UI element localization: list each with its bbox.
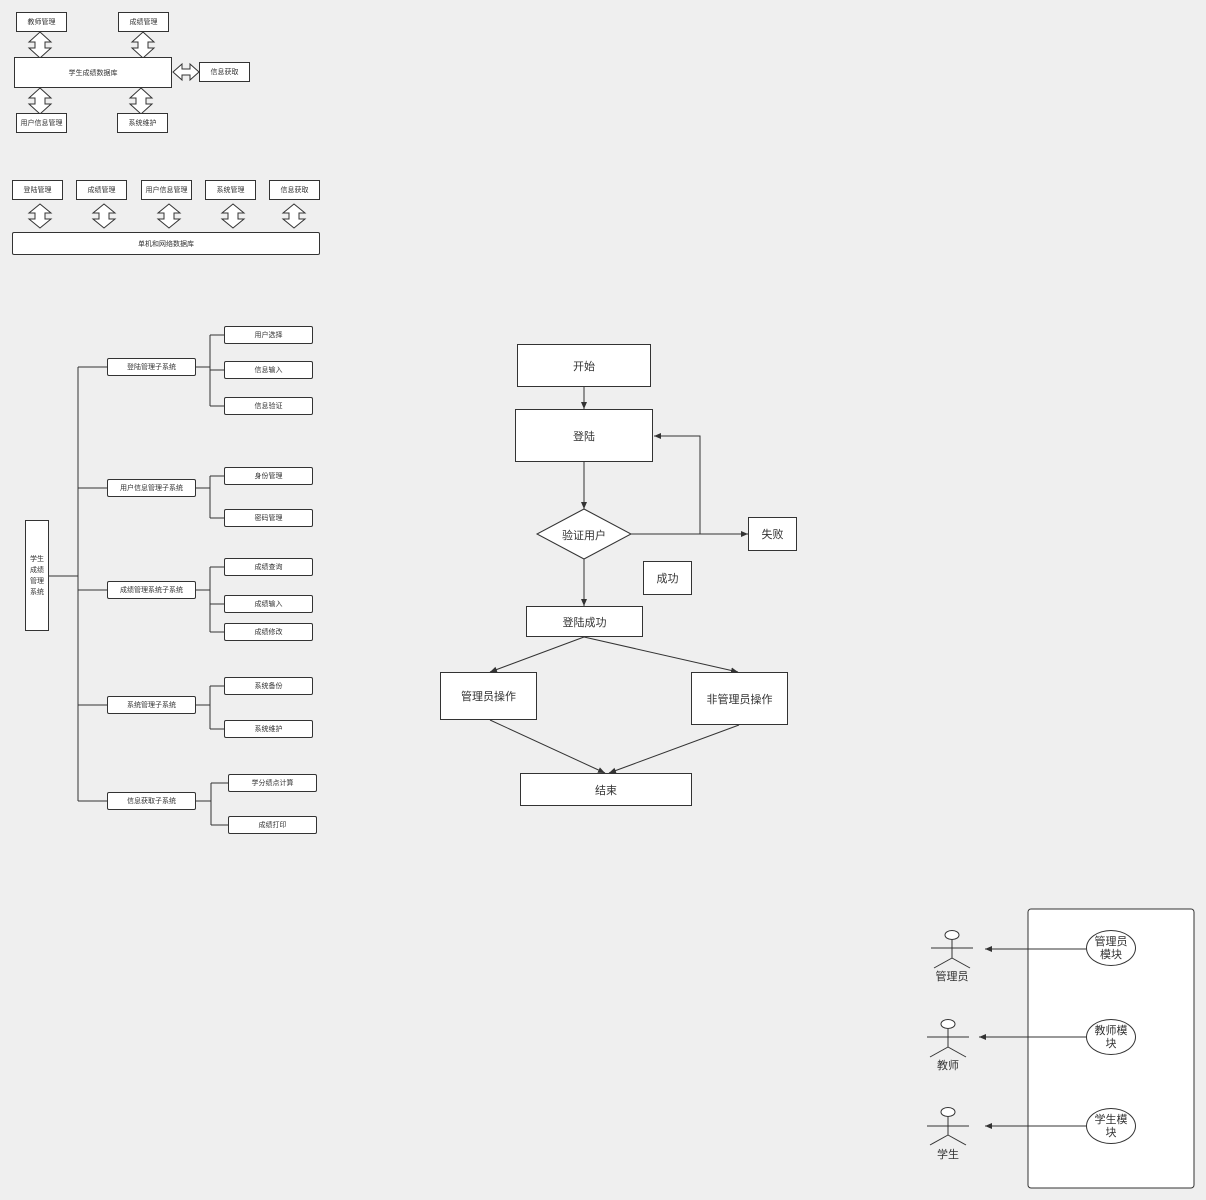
flow-admin-op[interactable]: 管理员操作 bbox=[440, 672, 537, 720]
tree-leaf[interactable]: 成绩打印 bbox=[228, 816, 317, 834]
double-arrow-icon bbox=[128, 87, 154, 115]
double-arrow-icon bbox=[156, 203, 182, 229]
double-arrows-d2 bbox=[27, 203, 307, 229]
tree-subsystem-1[interactable]: 登陆管理子系统 bbox=[107, 358, 196, 376]
tree-root[interactable]: 学生成绩管理系统 bbox=[25, 520, 49, 631]
flow-login-success[interactable]: 登陆成功 bbox=[526, 606, 643, 637]
tree-subsystem-5[interactable]: 信息获取子系统 bbox=[107, 792, 196, 810]
actor-teacher-label: 教师 bbox=[937, 1059, 959, 1072]
d2-module-1[interactable]: 登陆管理 bbox=[12, 180, 63, 200]
actor-figures bbox=[927, 930, 973, 1146]
d2-module-2[interactable]: 成绩管理 bbox=[76, 180, 127, 200]
actor-student-label: 学生 bbox=[937, 1148, 959, 1161]
tree-leaf[interactable]: 用户选择 bbox=[224, 326, 313, 344]
double-arrow-icon bbox=[130, 31, 156, 59]
tree-leaf[interactable]: 成绩查询 bbox=[224, 558, 313, 576]
tree-leaf[interactable]: 信息验证 bbox=[224, 397, 313, 415]
usecase-admin-module[interactable]: 管理员模块 bbox=[1086, 930, 1136, 966]
double-arrow-icon bbox=[27, 31, 53, 59]
tree-leaf[interactable]: 密码管理 bbox=[224, 509, 313, 527]
tree-root-label: 学生成绩管理系统 bbox=[30, 554, 44, 596]
actor-admin-label: 管理员 bbox=[935, 970, 969, 983]
d1-bottom-box-1[interactable]: 用户信息管理 bbox=[16, 113, 67, 133]
usecase-student-module[interactable]: 学生模块 bbox=[1086, 1108, 1136, 1144]
d2-module-3[interactable]: 用户信息管理 bbox=[141, 180, 192, 200]
flow-verify-label[interactable]: 验证用户 bbox=[562, 529, 606, 542]
d1-top-box-1[interactable]: 教师管理 bbox=[16, 12, 67, 32]
d1-center-box[interactable]: 学生成绩数据库 bbox=[14, 57, 172, 88]
flow-end[interactable]: 结束 bbox=[520, 773, 692, 806]
tree-subsystem-4[interactable]: 系统管理子系统 bbox=[107, 696, 196, 714]
flow-success[interactable]: 成功 bbox=[643, 561, 692, 595]
tree-leaf[interactable]: 学分绩点计算 bbox=[228, 774, 317, 792]
d2-module-5[interactable]: 信息获取 bbox=[269, 180, 320, 200]
double-arrow-icon bbox=[172, 62, 200, 82]
actor-admin-icon bbox=[931, 930, 973, 969]
usecase-arrows bbox=[979, 946, 1086, 1129]
d2-base-box[interactable]: 单机和网络数据库 bbox=[12, 232, 320, 255]
tree-subsystem-3[interactable]: 成绩管理系统子系统 bbox=[107, 581, 196, 599]
flow-start[interactable]: 开始 bbox=[517, 344, 651, 387]
tree-leaf[interactable]: 信息输入 bbox=[224, 361, 313, 379]
d1-bottom-box-2[interactable]: 系统维护 bbox=[117, 113, 168, 133]
tree-leaf[interactable]: 系统维护 bbox=[224, 720, 313, 738]
double-arrow-icon bbox=[91, 203, 117, 229]
flow-fail[interactable]: 失败 bbox=[748, 517, 797, 551]
tree-leaf[interactable]: 系统备份 bbox=[224, 677, 313, 695]
tree-leaf[interactable]: 身份管理 bbox=[224, 467, 313, 485]
actor-student-icon bbox=[927, 1107, 969, 1146]
tree-subsystem-2[interactable]: 用户信息管理子系统 bbox=[107, 479, 196, 497]
d1-right-box[interactable]: 信息获取 bbox=[199, 62, 250, 82]
usecase-teacher-module[interactable]: 教师模块 bbox=[1086, 1019, 1136, 1055]
double-arrow-icon bbox=[220, 203, 246, 229]
tree-leaf[interactable]: 成绩修改 bbox=[224, 623, 313, 641]
flow-non-admin-op[interactable]: 非管理员操作 bbox=[691, 672, 788, 725]
d2-module-4[interactable]: 系统管理 bbox=[205, 180, 256, 200]
actor-teacher-icon bbox=[927, 1019, 969, 1058]
d1-top-box-2[interactable]: 成绩管理 bbox=[118, 12, 169, 32]
tree-leaf[interactable]: 成绩输入 bbox=[224, 595, 313, 613]
tree-lines bbox=[49, 334, 228, 826]
flow-login[interactable]: 登陆 bbox=[515, 409, 653, 462]
double-arrow-icon bbox=[27, 87, 53, 115]
double-arrow-icon bbox=[27, 203, 53, 229]
double-arrow-icon bbox=[281, 203, 307, 229]
